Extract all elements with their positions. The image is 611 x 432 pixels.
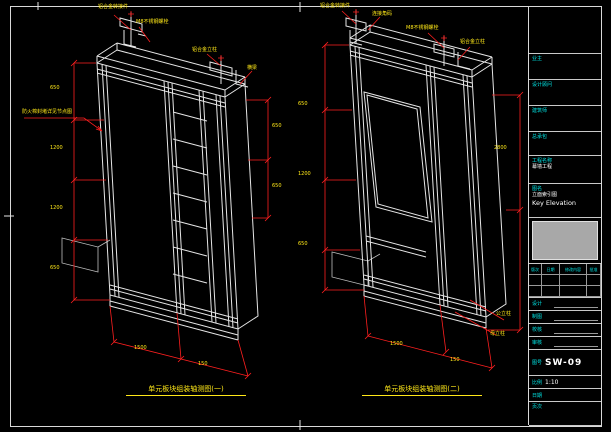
page-cell: 页次 [529,402,601,426]
drawing-title-en: Key Elevation [532,199,577,207]
titleblock-cell-consultant: 设计顾问 [529,80,601,106]
drawing-title-label: 图名 [532,186,543,192]
left-unit-dimensions [24,11,272,380]
rev-cell [529,286,542,297]
left-drawing-caption: 单元板块组装轴测图(一) [126,385,246,396]
left-unit-frame [96,12,259,341]
drawing-number-value: SW-09 [545,358,583,368]
titleblock-cell-architect: 建筑师 [529,106,601,132]
titleblock-logo-cell [529,6,601,54]
drawing-number-cell: 图号 SW-09 [529,350,601,376]
rev-cell [560,286,587,297]
titleblock-cell-client: 业主 [529,54,601,80]
client-label: 业主 [532,56,543,62]
rev-header-appr: 批准 [587,264,601,275]
sign-drawn-blank [554,312,598,321]
contractor-label: 总承包 [532,134,548,140]
slab-outline-left [61,237,111,273]
date-cell: 日期 [529,389,601,402]
rev-cell [560,275,587,286]
key-plan-thumbnail [532,221,598,260]
right-drawing-caption: 单元板块组装轴测图(二) [362,385,482,396]
rev-cell [542,286,560,297]
rev-header-date: 日期 [542,264,560,275]
right-unit-frame [345,10,507,329]
sign-drawn-label: 制图 [532,313,543,320]
page-label: 页次 [532,404,543,410]
rev-header-desc: 修改内容 [560,264,587,275]
project-value: 幕墙工程 [532,164,553,170]
rev-cell [529,275,542,286]
titleblock-cell-project: 工程名称 幕墙工程 [529,156,601,184]
key-plan-cell [529,218,601,264]
sign-checked-label: 校核 [532,326,543,333]
sign-row-design: 设计 [529,298,601,311]
sign-row-checked: 校核 [529,324,601,337]
rev-cell [587,286,601,297]
date-label: 日期 [532,392,543,399]
sign-row-approved: 审核 [529,337,601,350]
drawing-number-label: 图号 [532,360,543,366]
trim-marks [4,2,301,430]
sign-approved-label: 审核 [532,339,543,346]
architect-label: 建筑师 [532,108,548,114]
sign-design-blank [554,299,598,308]
revision-table: 版次 日期 修改内容 批准 [529,264,601,298]
sign-design-label: 设计 [532,300,543,307]
right-unit-dimensions [321,9,524,372]
project-label: 工程名称 [532,158,553,164]
rev-header-no: 版次 [529,264,542,275]
titleblock-drawing-title: 图名 立面索引图 Key Elevation [529,184,601,218]
scale-cell: 比例 1:10 [529,376,601,389]
rev-cell [587,275,601,286]
title-block: 业主 设计顾问 建筑师 总承包 工程名称 幕墙工程 图名 立面索引图 Key E… [528,6,601,426]
sign-approved-blank [554,338,598,347]
rev-cell [542,275,560,286]
consultant-label: 设计顾问 [532,82,553,88]
sign-row-drawn: 制图 [529,311,601,324]
scale-label: 比例 [532,379,543,386]
sign-checked-blank [554,325,598,334]
scale-value: 1:10 [545,378,559,386]
drawing-title-cn: 立面索引图 [532,192,558,198]
titleblock-cell-contractor: 总承包 [529,132,601,156]
